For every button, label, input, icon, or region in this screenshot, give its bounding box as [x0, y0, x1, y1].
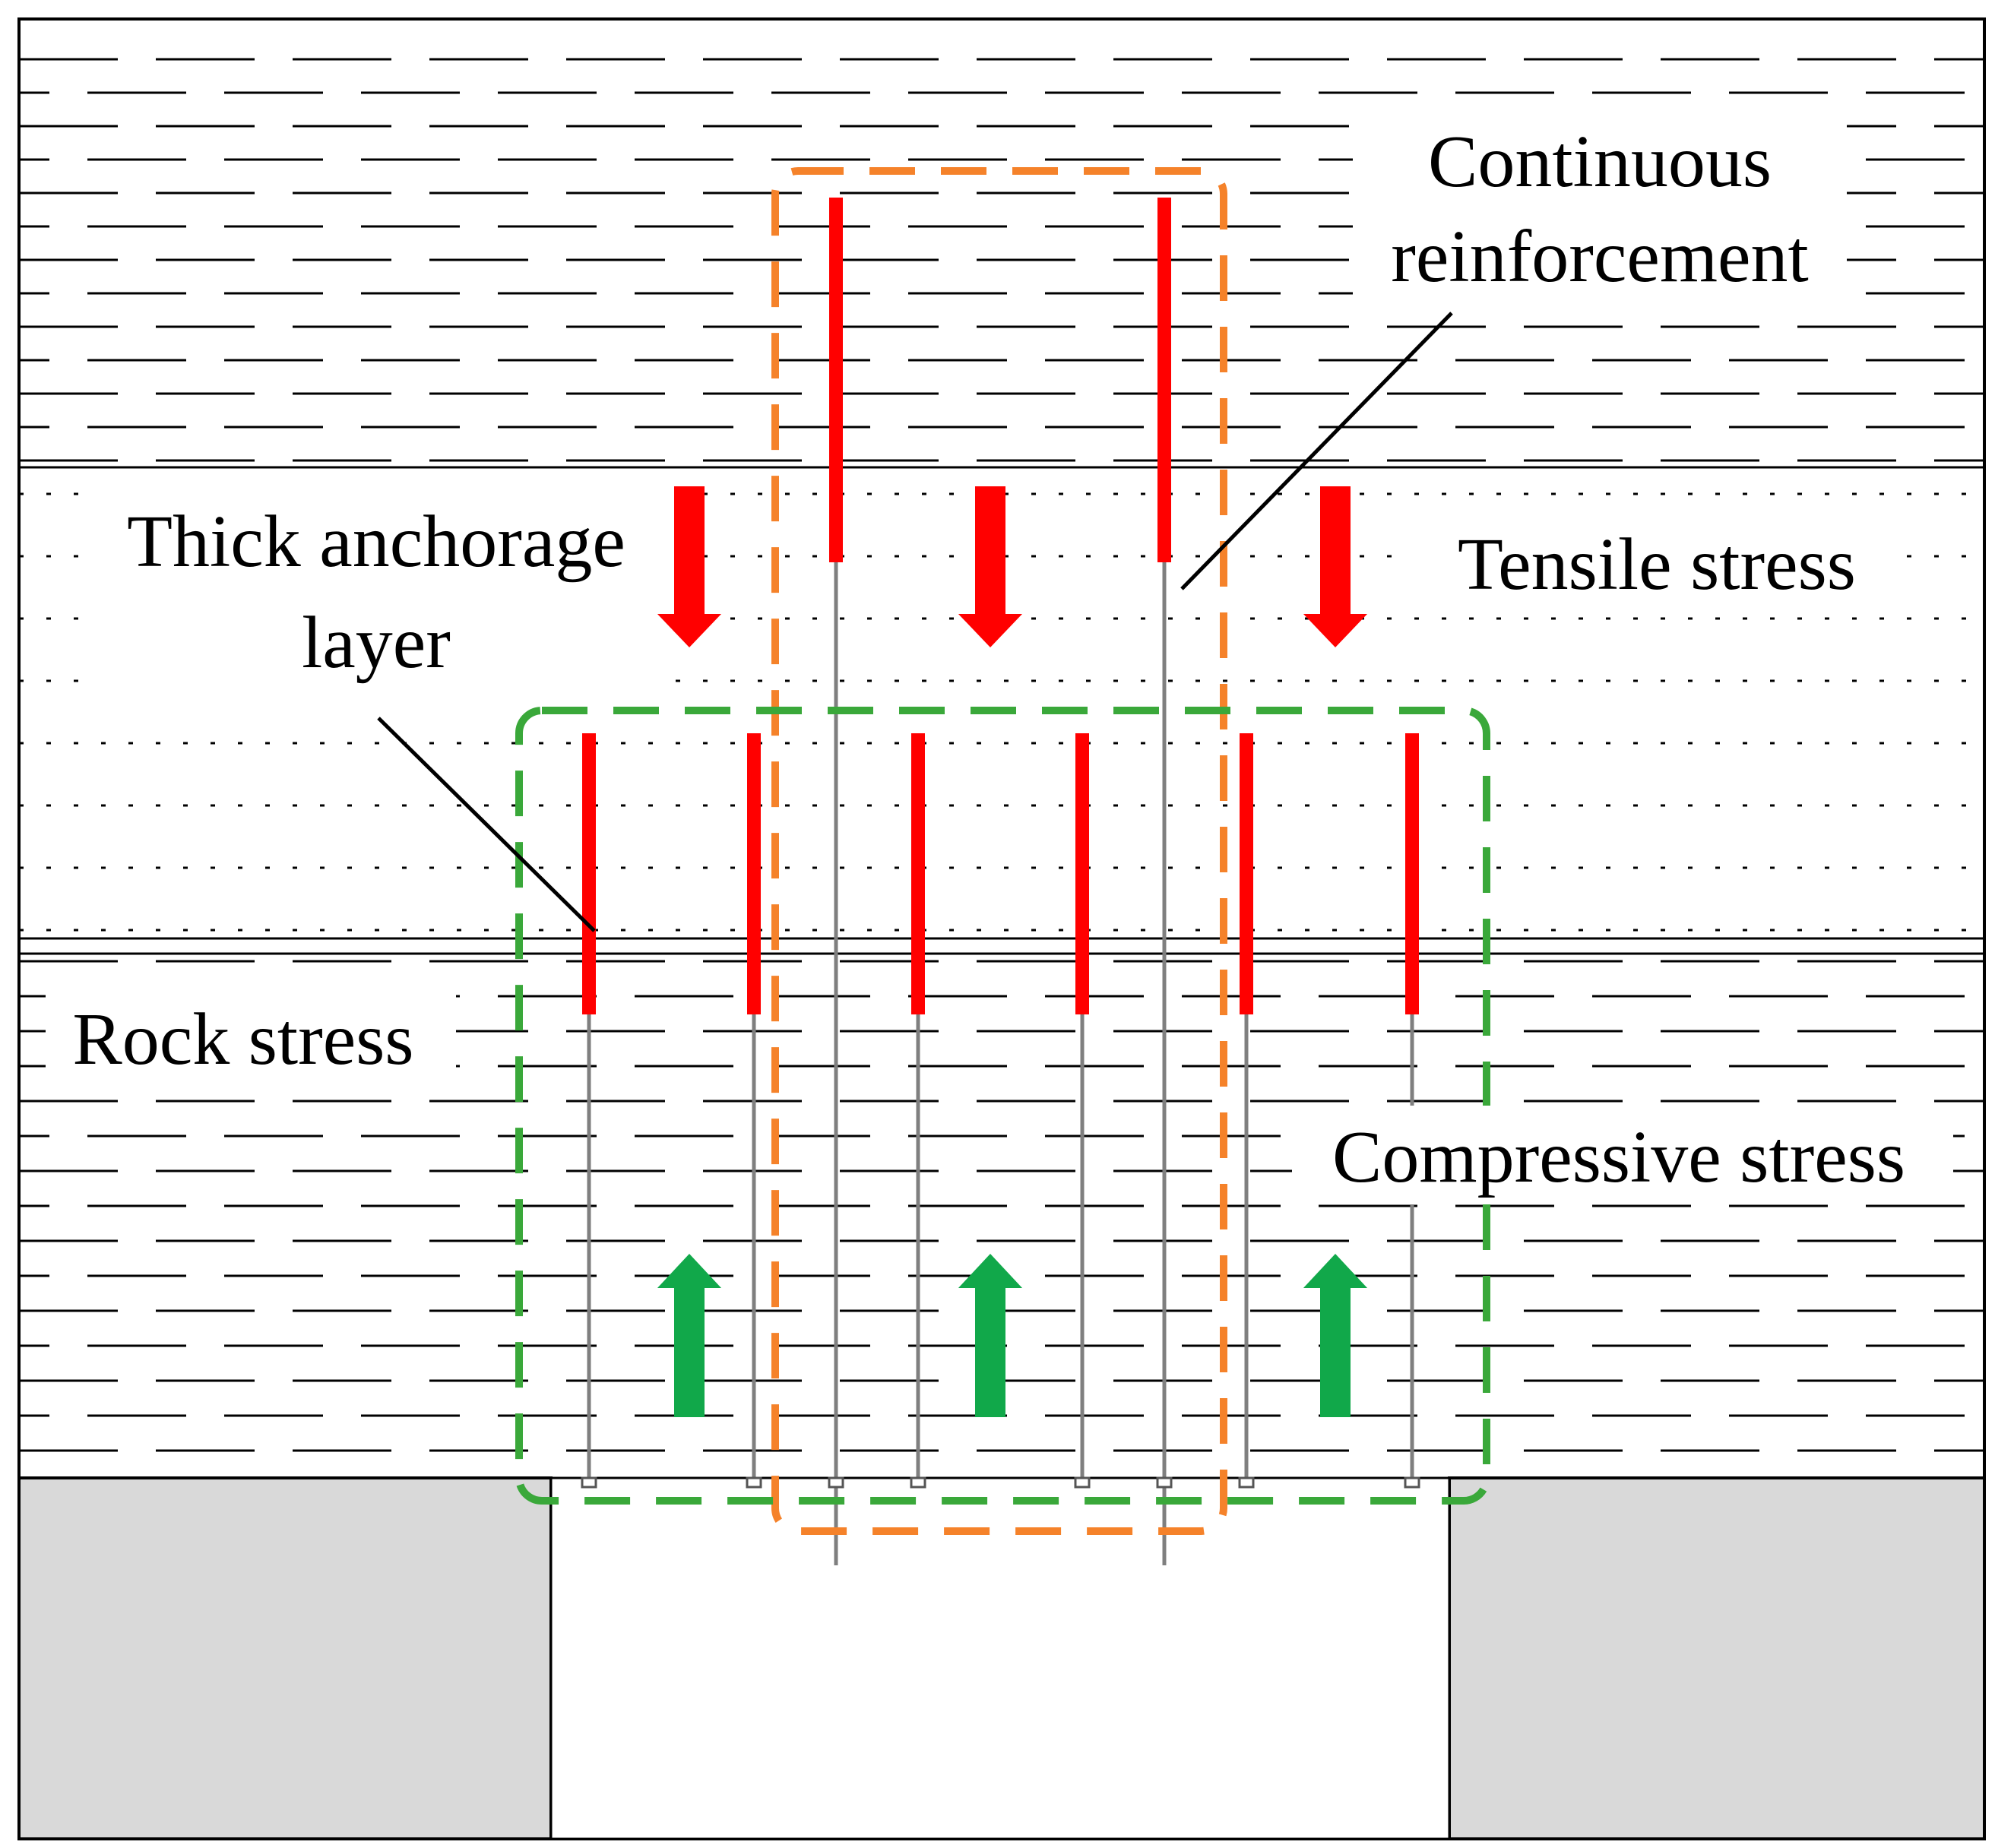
short-bolt-1-anchor	[582, 733, 596, 1014]
continuous-label-bg	[1353, 114, 1847, 296]
rock-stress-label: Rock stress	[72, 998, 413, 1081]
continuous-leader-line	[1180, 312, 1453, 590]
long-cable-right-plate	[1156, 1476, 1173, 1489]
continuous-reinforcement-zone	[771, 167, 1227, 1535]
compressive-arrow-2	[958, 1254, 1022, 1417]
short-bolt-2-anchor	[747, 733, 761, 1014]
thick-label-bg	[91, 490, 654, 691]
rock-label-bg	[46, 988, 456, 1087]
compressive-label-bg	[1292, 1106, 1953, 1204]
short-bolt-5-anchor	[1240, 733, 1253, 1014]
short-bolt-3-anchor	[911, 733, 925, 1014]
short-bolt-4-anchor	[1075, 733, 1089, 1014]
compressive-arrow-3	[1303, 1254, 1367, 1417]
thick-leader-line	[377, 717, 596, 932]
short-bolt-3-plate	[910, 1476, 926, 1489]
short-bolt-6-anchor	[1405, 733, 1419, 1014]
tensile-arrow-1	[657, 486, 721, 647]
left-pillar	[17, 1476, 553, 1840]
tensile-stress-label: Tensile stress	[1458, 524, 1856, 606]
short-bolt-6-plate	[1404, 1476, 1420, 1489]
thick-anchorage-label-line1: Thick anchorage	[127, 501, 625, 583]
short-bolt-5-plate	[1238, 1476, 1255, 1489]
compressive-stress-label: Compressive stress	[1332, 1116, 1905, 1198]
short-bolt-2-plate	[746, 1476, 762, 1489]
bolts	[581, 198, 1420, 1565]
long-cable-right-anchor	[1157, 198, 1171, 562]
stress-arrows	[657, 486, 1367, 1417]
tensile-label-bg	[1402, 517, 1904, 612]
thick-anchorage-label-line2: layer	[302, 602, 451, 684]
tensile-arrow-2	[958, 486, 1022, 647]
roadway	[549, 1476, 1451, 1840]
right-pillar	[1448, 1476, 1986, 1840]
continuous-label-line1: Continuous	[1428, 121, 1772, 203]
long-cable-left-anchor	[829, 198, 843, 562]
short-bolt-1-plate	[581, 1476, 597, 1489]
long-cable-left-plate	[828, 1476, 844, 1489]
tensile-arrow-3	[1303, 486, 1367, 647]
continuous-label-line2: reinforcement	[1391, 216, 1809, 298]
short-bolt-4-plate	[1074, 1476, 1091, 1489]
compressive-arrow-1	[657, 1254, 721, 1417]
